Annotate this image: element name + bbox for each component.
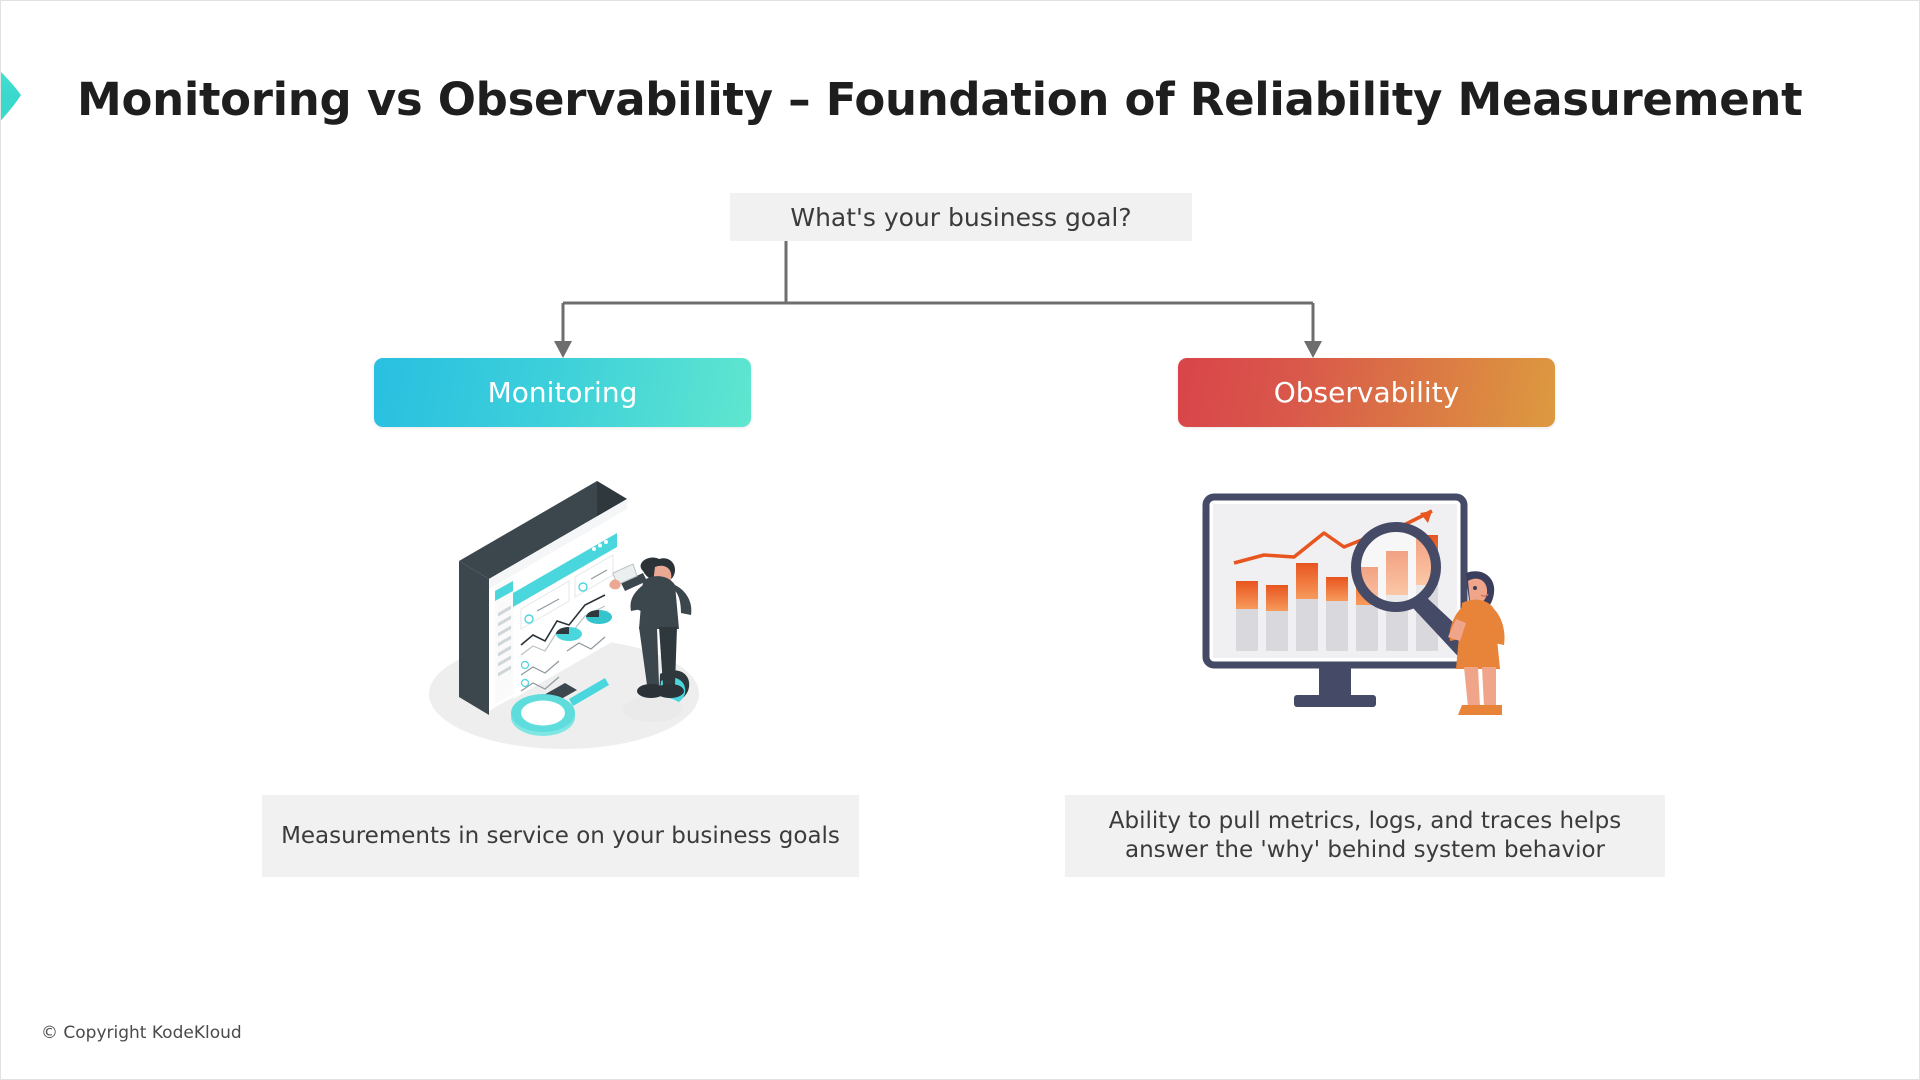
page-title: Monitoring vs Observability – Foundation…	[77, 73, 1803, 126]
question-text: What's your business goal?	[790, 202, 1132, 232]
connector-lines	[554, 241, 1322, 358]
branch-button-observability[interactable]: Observability	[1178, 358, 1555, 427]
illustration-observability	[1202, 493, 1505, 715]
caption-observability: Ability to pull metrics, logs, and trace…	[1065, 795, 1665, 877]
caption-observability-text: Ability to pull metrics, logs, and trace…	[1108, 808, 1622, 863]
copyright-text: © Copyright KodeKloud	[41, 1023, 242, 1043]
branch-button-monitoring[interactable]: Monitoring	[374, 358, 751, 427]
chevron-logo-icon	[1, 71, 21, 121]
caption-monitoring-text: Measurements in service on your business…	[281, 822, 840, 849]
branch-label-monitoring: Monitoring	[487, 376, 638, 409]
caption-monitoring: Measurements in service on your business…	[262, 795, 859, 877]
illustration-monitoring	[429, 481, 699, 749]
branch-label-observability: Observability	[1273, 376, 1460, 409]
question-box: What's your business goal?	[730, 193, 1192, 241]
